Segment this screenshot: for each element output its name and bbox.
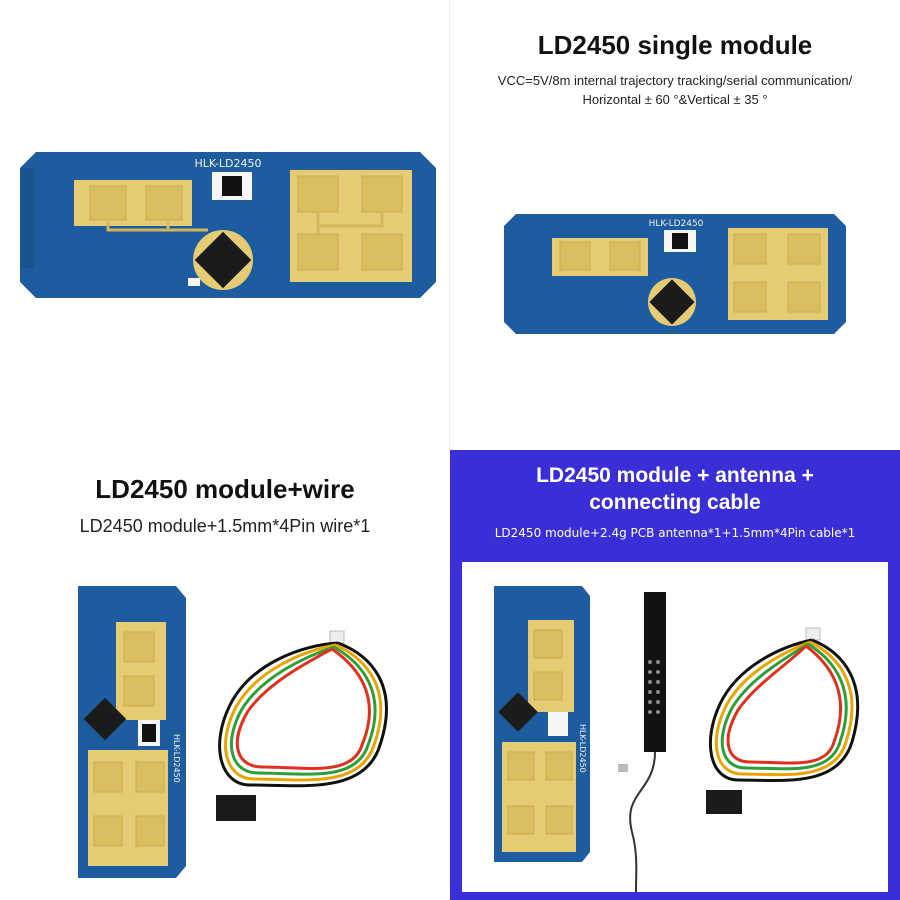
single-module-title: LD2450 single module — [537, 30, 813, 60]
ld2450-board-large: HLK-LD2450 — [20, 152, 436, 298]
board-label-vertical-2: HLK-LD2450 — [578, 724, 587, 773]
spec-line-2: Horizontal ± 60 °&Vertical ± 35 ° — [582, 92, 768, 107]
ld2450-board-vertical: HLK-LD2450 — [78, 586, 186, 878]
module-wire-panel: LD2450 module+wire LD2450 module+1.5mm*4… — [0, 450, 450, 900]
module-antenna-photo-area: HLK-LD2450 — [462, 562, 888, 892]
quadrant-divider — [449, 0, 450, 450]
ld2450-board-small: HLK-LD2450 — [504, 214, 846, 334]
pcb-antenna — [618, 592, 666, 892]
module-antenna-panel: LD2450 module + antenna + connecting cab… — [450, 450, 900, 900]
board-label-small: HLK-LD2450 — [649, 219, 704, 229]
module-antenna-subtitle: LD2450 module+2.4g PCB antenna*1+1.5mm*4… — [494, 526, 856, 540]
module-antenna-title-line2: connecting cable — [589, 491, 761, 514]
module-antenna-title-line1: LD2450 module + antenna + — [536, 464, 814, 487]
module-wire-subtitle: LD2450 module+1.5mm*4Pin wire*1 — [79, 516, 371, 536]
module-wire-title: LD2450 module+wire — [95, 474, 355, 504]
four-pin-wire — [216, 630, 388, 821]
board-label-vertical: HLK-LD2450 — [172, 734, 181, 783]
single-module-panel: LD2450 single module VCC=5V/8m internal … — [450, 0, 900, 450]
ld2450-board-vertical-2: HLK-LD2450 — [494, 586, 590, 862]
large-module-panel: HLK-LD2450 — [0, 0, 450, 450]
four-pin-cable — [706, 627, 860, 814]
spec-line-1: VCC=5V/8m internal trajectory tracking/s… — [497, 73, 853, 88]
board-label: HLK-LD2450 — [194, 157, 261, 170]
